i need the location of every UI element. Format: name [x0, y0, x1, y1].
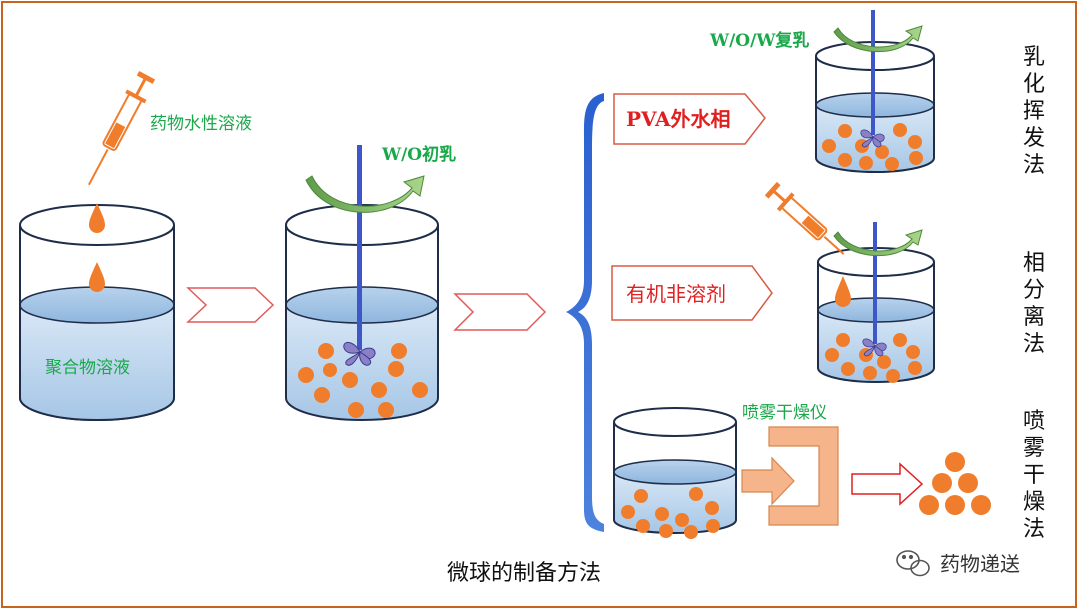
stirrer-rod-3: [871, 10, 875, 135]
droplets-beaker-2: [298, 343, 428, 418]
label-spray-dryer: 喷雾干燥仪: [742, 403, 827, 423]
output-arrow: [851, 462, 924, 506]
brace-icon: [566, 93, 604, 532]
wechat-icon: [896, 550, 930, 577]
chevron-arrow-2: [453, 293, 547, 331]
label-nonsolvent: 有机非溶剂: [626, 282, 726, 306]
feed-arrow: [741, 456, 795, 506]
propeller-icon: [860, 129, 885, 148]
method-char: 法: [1023, 332, 1045, 357]
method-char: 挥: [1023, 99, 1045, 124]
method-char: 法: [1023, 153, 1045, 178]
method-char: 相: [1023, 251, 1045, 276]
drug-drop-2: [89, 262, 105, 292]
stirrer-rod-4: [873, 222, 877, 344]
method-char: 化: [1023, 72, 1045, 97]
label-drug-aqueous: 药物水性溶液: [150, 114, 252, 134]
drug-drop-3: [835, 276, 851, 307]
watermark-text: 药物递送: [940, 552, 1020, 576]
microsphere-pile: [919, 452, 991, 515]
method-char: 干: [1023, 463, 1045, 488]
label-wo-primary: W/O初乳: [381, 144, 456, 165]
method-char: 法: [1023, 517, 1045, 542]
method-char: 喷: [1023, 409, 1045, 434]
drug-drop-1: [89, 203, 105, 233]
spray-dryer-icon: [768, 426, 839, 526]
nonsolvent-box: [611, 265, 773, 321]
rotation-arrow-icon: [833, 229, 923, 257]
method-char: 燥: [1023, 490, 1045, 515]
chevron-arrow-1: [186, 287, 275, 323]
method-char: 乳: [1023, 45, 1045, 70]
stirrer-rod-2: [357, 145, 362, 350]
droplets-beaker-5: [621, 487, 720, 539]
rotation-arrow-icon: [305, 175, 425, 213]
syringe-icon: [764, 181, 845, 255]
propeller-icon: [343, 342, 376, 366]
label-pva-phase: PVA外水相: [626, 107, 731, 131]
method-char: 发: [1023, 126, 1045, 151]
rotation-arrow-icon: [833, 25, 923, 53]
pva-phase-box: [613, 93, 766, 145]
droplets-beaker-3: [822, 123, 923, 171]
figure-caption: 微球的制备方法: [447, 561, 601, 586]
label-wow-double: W/O/W复乳: [709, 30, 809, 51]
beaker-spray-drying: [613, 407, 737, 534]
droplets-beaker-4: [825, 333, 922, 383]
label-polymer-solution: 聚合物溶液: [45, 358, 130, 378]
method-char: 雾: [1023, 436, 1045, 461]
beaker-polymer-solution: [19, 204, 175, 421]
method-char: 分: [1023, 278, 1045, 303]
propeller-icon: [862, 338, 887, 357]
syringe-icon: [88, 71, 156, 186]
method-char: 离: [1023, 305, 1045, 330]
